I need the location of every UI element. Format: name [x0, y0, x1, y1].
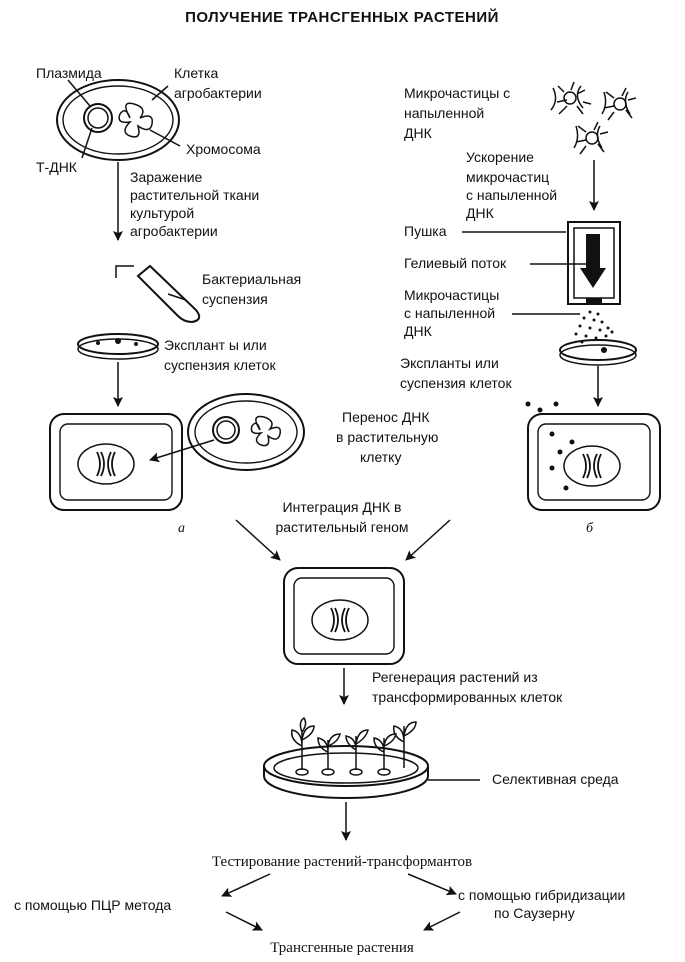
transgenic-plants-label: Трансгенные растения: [270, 940, 414, 956]
dna-coated-particles-icon: [550, 81, 637, 155]
plantlets-icon: [290, 716, 417, 776]
acceleration-label-1: Ускорение: [466, 149, 534, 165]
particle-spray-icon: [574, 310, 614, 344]
test-tube-icon: [136, 264, 201, 324]
integration-label-2: растительный геном: [275, 519, 408, 535]
explants-right-label-1: Экспланты или: [400, 355, 499, 371]
microparticles-bottom-label-2: с напыленной: [404, 305, 495, 321]
panel-label-b: б: [586, 521, 594, 536]
selective-medium-dish-icon: [263, 745, 429, 799]
t-dna-label: Т-ДНК: [36, 159, 78, 175]
plant-cell-left: [49, 413, 183, 511]
regeneration-label-1: Регенерация растений из: [372, 669, 538, 685]
petri-dish-right-icon: [559, 339, 637, 366]
selective-medium-label: Селективная среда: [492, 771, 619, 787]
chromosome-icon: [118, 102, 153, 138]
transformed-plant-cell: [283, 567, 405, 665]
plant-cell-right: [525, 401, 661, 511]
panel-label-a: а: [178, 521, 185, 536]
acceleration-label-4: ДНК: [466, 205, 495, 221]
dna-transfer-label-3: клетку: [360, 449, 401, 465]
explants-left-label-1: Эксплант ы или: [164, 337, 267, 353]
bacterium-cell-label-2: агробактерии: [174, 85, 262, 101]
explants-right-label-2: суспензия клеток: [400, 375, 512, 391]
testing-label: Тестирование растений-трансформантов: [212, 854, 472, 870]
pcr-label: с помощью ПЦР метода: [14, 897, 171, 913]
microparticles-top-label-3: ДНК: [404, 125, 433, 141]
explants-left-label-2: суспензия клеток: [164, 357, 276, 373]
dna-transfer-label-2: в растительную: [336, 429, 438, 445]
microparticles-top-label-2: напыленной: [404, 105, 484, 121]
diagram-title: ПОЛУЧЕНИЕ ТРАНСГЕННЫХ РАСТЕНИЙ: [185, 8, 499, 26]
infection-label-4: агробактерии: [130, 223, 218, 239]
chromosome-label: Хромосома: [186, 141, 261, 157]
infection-label-1: Заражение: [130, 169, 203, 185]
southern-label-2: по Саузерну: [494, 905, 575, 921]
petri-dish-left-icon: [77, 333, 159, 360]
dna-transfer-label-1: Перенос ДНК: [342, 409, 430, 425]
integration-label-1: Интеграция ДНК в: [283, 499, 402, 515]
bacterial-suspension-label-1: Бактериальная: [202, 271, 301, 287]
plasmid-label: Плазмида: [36, 65, 102, 81]
acceleration-label-3: с напыленной: [466, 187, 557, 203]
gun-label: Пушка: [404, 223, 447, 239]
infection-label-3: культурой: [130, 205, 194, 221]
infection-label-2: растительной ткани: [130, 187, 259, 203]
acceleration-label-2: микрочастиц: [466, 169, 549, 185]
microparticles-bottom-label-1: Микрочастицы: [404, 287, 499, 303]
gene-gun-icon: [567, 221, 621, 305]
southern-label-1: с помощью гибридизации: [458, 887, 625, 903]
bacterial-suspension-label-2: суспензия: [202, 291, 268, 307]
helium-flow-label: Гелиевый поток: [404, 255, 507, 271]
regeneration-label-2: трансформированных клеток: [372, 689, 563, 705]
bacterium-cell-label-1: Клетка: [174, 65, 218, 81]
microparticles-bottom-label-3: ДНК: [404, 323, 433, 339]
microparticles-top-label-1: Микрочастицы с: [404, 85, 510, 101]
agrobacterium-cell-small: [187, 393, 305, 471]
